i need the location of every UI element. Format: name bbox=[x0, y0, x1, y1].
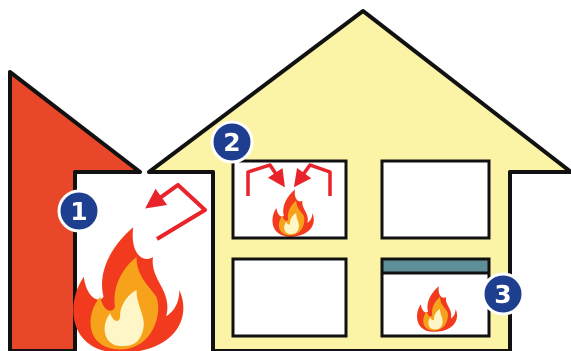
window-shutter bbox=[380, 257, 491, 275]
number-badge-icon bbox=[57, 189, 101, 233]
badge-3-label: 3 bbox=[494, 280, 511, 309]
fire-icon bbox=[417, 286, 458, 332]
arrow-icon bbox=[293, 163, 332, 196]
number-badge-icon bbox=[481, 272, 525, 316]
badge-2-label: 2 bbox=[223, 128, 240, 157]
badge-1: 1 bbox=[57, 189, 101, 233]
window-bottom-left bbox=[231, 257, 348, 338]
badge-3: 3 bbox=[481, 272, 525, 316]
badge-2: 2 bbox=[210, 120, 254, 164]
fire-icon bbox=[73, 227, 184, 351]
fire-icon bbox=[272, 189, 314, 237]
window-top-right bbox=[380, 159, 491, 240]
arrow-icon bbox=[145, 183, 207, 241]
arrow-icon bbox=[246, 163, 285, 196]
number-badge-icon bbox=[210, 120, 254, 164]
badge-1-label: 1 bbox=[70, 197, 87, 226]
